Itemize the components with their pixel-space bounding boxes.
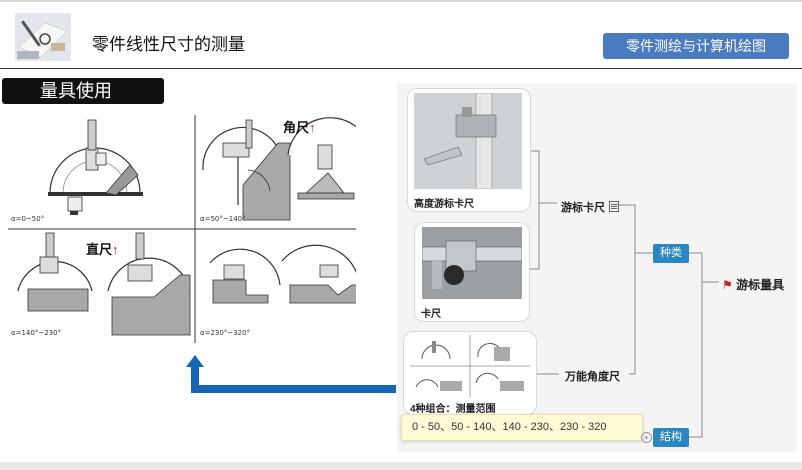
- height-gauge-card[interactable]: 高度游标卡尺: [407, 88, 531, 212]
- angle-measurement-diagram: α=0~50° α=50°~140° α=140°~230° α=230°~32…: [8, 115, 356, 343]
- header-divider: [0, 68, 802, 69]
- node-vernier-caliper-label: 游标卡尺: [561, 202, 605, 214]
- protractor-50-140-figure: [203, 118, 356, 220]
- blue-arrow-icon: [186, 355, 396, 397]
- header-thumbnail-image: [15, 13, 71, 61]
- range-label: α=0~50°: [11, 215, 44, 223]
- up-arrow-icon: ↑: [112, 242, 119, 257]
- page-title: 零件线性尺寸的测量: [92, 30, 245, 55]
- node-structure[interactable]: 结构: [653, 428, 689, 447]
- protractor-230-320-figure: [210, 245, 356, 303]
- range-label: α=230°~320°: [200, 329, 250, 337]
- ruler-callout: 直尺↑: [86, 239, 119, 258]
- note-icon[interactable]: [609, 201, 619, 212]
- expand-plus-icon[interactable]: +: [641, 432, 652, 443]
- protractor-0-50-figure: [48, 120, 143, 215]
- combo-thumbnail-image: [410, 335, 530, 397]
- ruler-callout-text: 直尺: [86, 242, 112, 257]
- bottom-bar: [0, 462, 802, 470]
- node-vernier-caliper[interactable]: 游标卡尺: [561, 199, 619, 215]
- node-root[interactable]: ⚑ 游标量具: [722, 276, 784, 293]
- height-gauge-image: [414, 93, 522, 189]
- range-tooltip: 0 - 50、50 - 140、140 - 230、230 - 320: [401, 414, 643, 441]
- node-types[interactable]: 种类: [653, 244, 689, 263]
- combo-caption: 4种组合：测量范围: [410, 400, 496, 415]
- caliper-image: [422, 227, 522, 299]
- top-divider: [0, 0, 802, 2]
- range-label: α=50°~140°: [200, 215, 246, 223]
- node-root-label: 游标量具: [736, 278, 784, 292]
- height-gauge-caption: 高度游标卡尺: [414, 195, 474, 210]
- square-callout: 角尺↑: [283, 117, 316, 136]
- up-arrow-icon: ↑: [309, 120, 316, 135]
- node-universal-angle[interactable]: 万能角度尺: [565, 368, 620, 384]
- flag-icon: ⚑: [722, 278, 733, 292]
- square-callout-text: 角尺: [283, 120, 309, 135]
- section-label: 量具使用: [2, 78, 164, 104]
- caliper-card[interactable]: 卡尺: [414, 222, 530, 322]
- course-title-button[interactable]: 零件测绘与计算机绘图: [603, 33, 789, 59]
- range-label: α=140°~230°: [11, 329, 61, 337]
- caliper-caption: 卡尺: [421, 305, 441, 320]
- combo-card[interactable]: 4种组合：测量范围: [403, 331, 537, 415]
